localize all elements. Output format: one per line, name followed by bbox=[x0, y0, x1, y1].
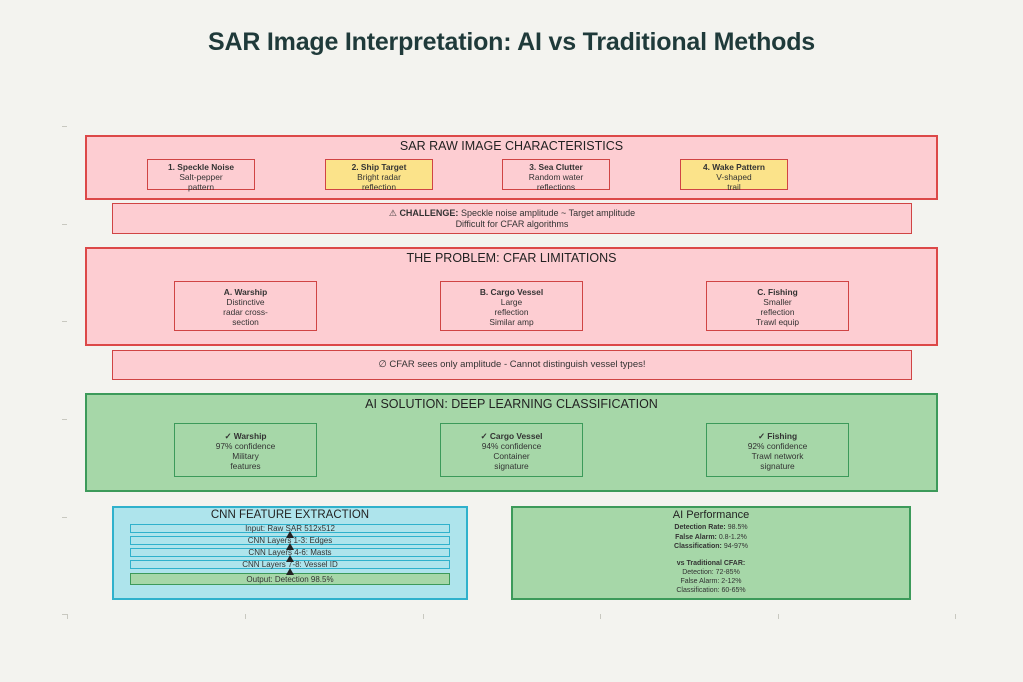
wake-pattern-box: 4. Wake Pattern V-shaped trail bbox=[680, 159, 788, 190]
warship-ai-box: ✓ Warship 97% confidence Military featur… bbox=[174, 423, 317, 477]
box-line: section bbox=[175, 317, 316, 327]
ai-metric: Detection Rate: 98.5% bbox=[511, 524, 911, 531]
compare-label-text: vs Traditional CFAR: bbox=[677, 560, 745, 567]
box-label: ✓ Fishing bbox=[707, 431, 848, 441]
performance-panel: AI Performance bbox=[511, 506, 911, 600]
axis-tick bbox=[600, 614, 601, 619]
box-line: trail bbox=[681, 182, 787, 192]
cfar-metric: Detection: 72-85% bbox=[511, 569, 911, 576]
box-line: Military bbox=[175, 451, 316, 461]
box-line: reflection bbox=[326, 182, 432, 192]
ship-target-box: 2. Ship Target Bright radar reflection bbox=[325, 159, 433, 190]
challenge-banner: ⚠ CHALLENGE: Speckle noise amplitude ~ T… bbox=[112, 203, 912, 234]
box-label: 1. Speckle Noise bbox=[148, 162, 254, 172]
box-line: radar cross- bbox=[175, 307, 316, 317]
cfar-metric: False Alarm: 2-12% bbox=[511, 578, 911, 585]
cargo-problem-box: B. Cargo Vessel Large reflection Similar… bbox=[440, 281, 583, 331]
axis-tick bbox=[62, 224, 67, 225]
cfar-metric: Classification: 60-65% bbox=[511, 587, 911, 594]
box-line: pattern bbox=[148, 182, 254, 192]
up-arrow-icon bbox=[286, 555, 294, 562]
axis-tick bbox=[62, 419, 67, 420]
box-line: V-shaped bbox=[681, 172, 787, 182]
fishing-problem-box: C. Fishing Smaller reflection Trawl equi… bbox=[706, 281, 849, 331]
performance-heading: AI Performance bbox=[513, 509, 909, 521]
box-line: Trawl equip bbox=[707, 317, 848, 327]
axis-tick bbox=[423, 614, 424, 619]
metric-label: Detection Rate: bbox=[674, 524, 725, 531]
box-line: Smaller bbox=[707, 297, 848, 307]
box-line: Salt-pepper bbox=[148, 172, 254, 182]
box-line: Distinctive bbox=[175, 297, 316, 307]
box-line: Large bbox=[441, 297, 582, 307]
box-line: reflection bbox=[707, 307, 848, 317]
box-label: ✓ Cargo Vessel bbox=[441, 431, 582, 441]
box-line: reflections bbox=[503, 182, 609, 192]
box-line: Random water bbox=[503, 172, 609, 182]
warship-problem-box: A. Warship Distinctive radar cross- sect… bbox=[174, 281, 317, 331]
warning-icon: ⚠ bbox=[389, 208, 397, 218]
up-arrow-icon bbox=[286, 543, 294, 550]
raw-characteristics-heading: SAR RAW IMAGE CHARACTERISTICS bbox=[87, 139, 936, 153]
challenge-text: Speckle noise amplitude ~ Target amplitu… bbox=[461, 208, 635, 218]
box-line: 97% confidence bbox=[175, 441, 316, 451]
box-label: 2. Ship Target bbox=[326, 162, 432, 172]
box-line: Similar amp bbox=[441, 317, 582, 327]
cargo-ai-box: ✓ Cargo Vessel 94% confidence Container … bbox=[440, 423, 583, 477]
metric-label: Classification: bbox=[674, 543, 722, 550]
box-label: 4. Wake Pattern bbox=[681, 162, 787, 172]
cnn-heading: CNN FEATURE EXTRACTION bbox=[114, 509, 466, 521]
box-line: signature bbox=[707, 461, 848, 471]
box-label: B. Cargo Vessel bbox=[441, 287, 582, 297]
box-line: Bright radar bbox=[326, 172, 432, 182]
compare-label: vs Traditional CFAR: bbox=[511, 560, 911, 567]
speckle-noise-box: 1. Speckle Noise Salt-pepper pattern bbox=[147, 159, 255, 190]
page-title: SAR Image Interpretation: AI vs Traditio… bbox=[0, 28, 1023, 57]
box-label: C. Fishing bbox=[707, 287, 848, 297]
metric-value: 94-97% bbox=[724, 543, 748, 550]
box-line: features bbox=[175, 461, 316, 471]
axis-tick bbox=[245, 614, 246, 619]
challenge-line2: Difficult for CFAR algorithms bbox=[456, 219, 569, 229]
metric-value: 98.5% bbox=[728, 524, 748, 531]
problem-heading: THE PROBLEM: CFAR LIMITATIONS bbox=[87, 251, 936, 265]
box-line: Trawl network bbox=[707, 451, 848, 461]
axis-tick bbox=[67, 614, 68, 619]
up-arrow-icon bbox=[286, 531, 294, 538]
ai-metric: False Alarm: 0.8-1.2% bbox=[511, 534, 911, 541]
box-line: Container bbox=[441, 451, 582, 461]
cfar-limitation-banner: ∅ CFAR sees only amplitude - Cannot dist… bbox=[112, 350, 912, 380]
box-label: ✓ Warship bbox=[175, 431, 316, 441]
axis-tick bbox=[778, 614, 779, 619]
fishing-ai-box: ✓ Fishing 92% confidence Trawl network s… bbox=[706, 423, 849, 477]
box-line: signature bbox=[441, 461, 582, 471]
up-arrow-icon bbox=[286, 568, 294, 575]
box-label: 3. Sea Clutter bbox=[503, 162, 609, 172]
box-line: 94% confidence bbox=[441, 441, 582, 451]
box-label: A. Warship bbox=[175, 287, 316, 297]
axis-tick bbox=[62, 126, 67, 127]
sea-clutter-box: 3. Sea Clutter Random water reflections bbox=[502, 159, 610, 190]
metric-value: 0.8-1.2% bbox=[719, 534, 747, 541]
metric-label: False Alarm: bbox=[675, 534, 717, 541]
ai-metric: Classification: 94-97% bbox=[511, 543, 911, 550]
axis-tick bbox=[955, 614, 956, 619]
ai-solution-heading: AI SOLUTION: DEEP LEARNING CLASSIFICATIO… bbox=[87, 397, 936, 411]
axis-tick bbox=[62, 517, 67, 518]
box-line: 92% confidence bbox=[707, 441, 848, 451]
axis-tick bbox=[62, 321, 67, 322]
box-line: reflection bbox=[441, 307, 582, 317]
challenge-label: CHALLENGE: bbox=[399, 208, 458, 218]
